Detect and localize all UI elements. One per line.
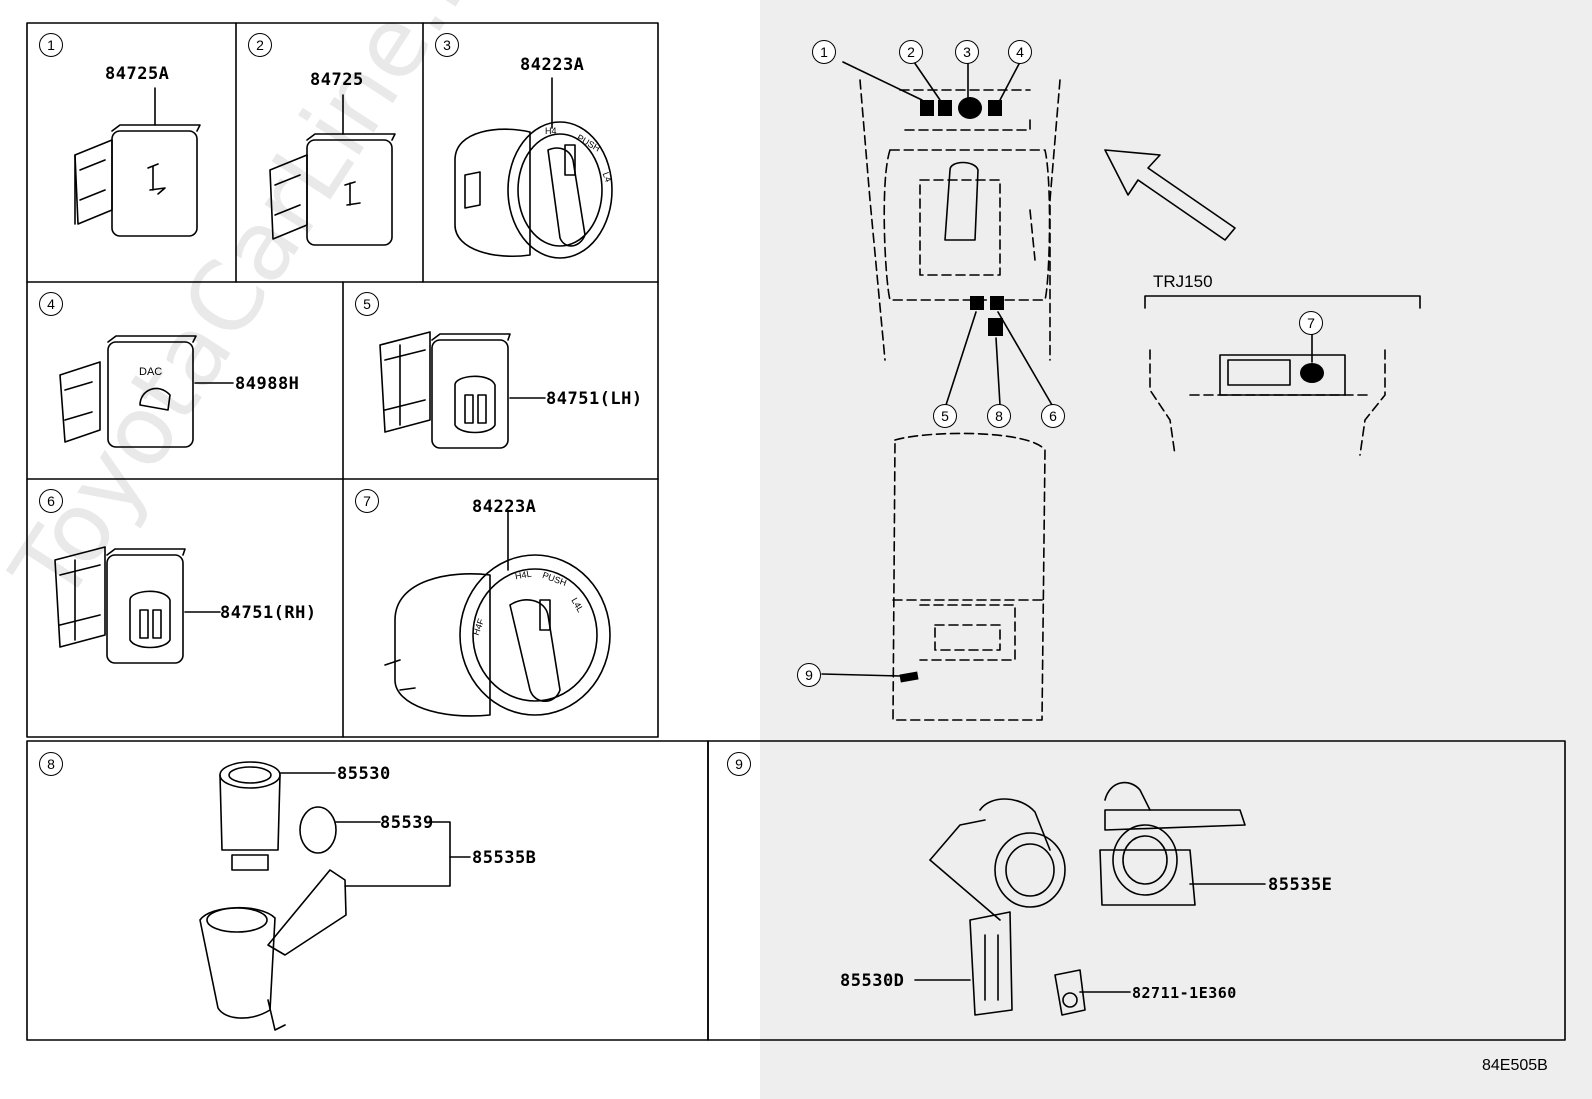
power-outlet-85535e-drawing (929, 781, 1246, 1016)
part-number-84223a-lower: 84223A (472, 497, 537, 517)
callout-4: 4 (39, 292, 63, 316)
callout-3: 3 (435, 33, 459, 57)
seat-heater-lh-drawing (379, 331, 511, 449)
console-overview-drawing (859, 79, 1386, 721)
power-outlet-85535b-drawing (199, 761, 347, 1031)
part-number-85530d: 85530D (840, 971, 905, 991)
part-number-85539: 85539 (380, 813, 434, 833)
part-number-85535b: 85535B (472, 848, 537, 868)
variant-label: TRJ150 (1153, 272, 1213, 291)
overview-callout-8: 8 (987, 404, 1011, 428)
overview-callout-3: 3 (955, 40, 979, 64)
part-number-84751-rh: 84751(RH) (220, 603, 317, 623)
part-number-84725a: 84725A (105, 64, 170, 84)
console-solid-lines (944, 161, 1346, 396)
overview-callout-1: 1 (812, 40, 836, 64)
rotary-switch-84223a-lower-drawing (384, 554, 611, 717)
overview-callout-2: 2 (899, 40, 923, 64)
part-number-82711-1e360: 82711-1E360 (1132, 984, 1237, 1002)
part-number-84751-lh: 84751(LH) (546, 389, 643, 409)
leader-lines (154, 61, 1313, 993)
overview-callout-5: 5 (933, 404, 957, 428)
rotary-switch-84223a-drawing (454, 121, 613, 259)
callout-9: 9 (727, 752, 751, 776)
seat-heater-rh-drawing (54, 546, 186, 664)
variant-bracket (1144, 295, 1421, 309)
callout-1: 1 (39, 33, 63, 57)
overview-callout-7: 7 (1299, 311, 1323, 335)
callout-2: 2 (248, 33, 272, 57)
part-number-84988h: 84988H (235, 374, 300, 394)
panel-grid (26, 22, 1566, 1041)
part-number-84725: 84725 (310, 70, 364, 90)
overview-callout-4: 4 (1008, 40, 1032, 64)
direction-arrow (1104, 149, 1236, 241)
dac-switch-84988h-drawing (59, 335, 197, 448)
overview-callout-6: 6 (1041, 404, 1065, 428)
console-switch-positions (899, 97, 1324, 683)
overview-callout-9: 9 (797, 663, 821, 687)
console-view-background (760, 0, 1592, 1099)
callout-5: 5 (355, 292, 379, 316)
callout-7: 7 (355, 489, 379, 513)
switch-84725a-drawing (74, 124, 201, 237)
part-number-85530: 85530 (337, 764, 391, 784)
callout-6: 6 (39, 489, 63, 513)
dac-label: DAC (139, 366, 163, 378)
h4-label: H4 (545, 126, 557, 136)
switch-84725-drawing (269, 133, 396, 246)
part-number-84223a: 84223A (520, 55, 585, 75)
diagram-code: 84E505B (1482, 1057, 1548, 1074)
part-number-85535e: 85535E (1268, 875, 1333, 895)
callout-8: 8 (39, 752, 63, 776)
